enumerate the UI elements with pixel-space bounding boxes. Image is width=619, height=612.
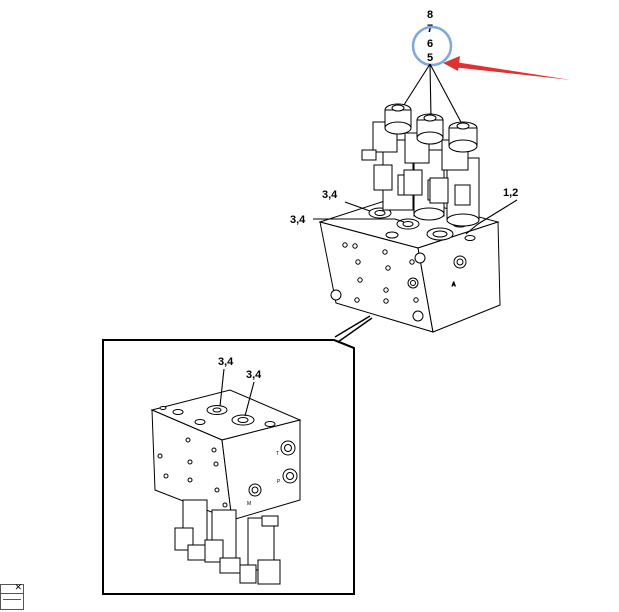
- inset-callout-3-4-left: 3,4: [218, 356, 234, 368]
- solenoid-right: [429, 121, 480, 227]
- callout-5: 5: [427, 52, 433, 64]
- port-letter-t: T: [276, 451, 279, 457]
- port-letter-p: P: [277, 479, 281, 485]
- callout-1-2: 1,2: [503, 187, 518, 199]
- close-icon[interactable]: ✕: [14, 582, 22, 592]
- highlight-arrow: [443, 56, 571, 80]
- inset-connector: [334, 315, 373, 343]
- inset-callout-3-4-right: 3,4: [246, 369, 262, 381]
- callout-left-group: 3,4 3,4: [290, 189, 405, 226]
- solenoid-valves: [361, 103, 480, 227]
- manifold-block-side: [417, 221, 501, 333]
- callout-8: 8: [427, 9, 433, 21]
- callout-right-group: 1,2: [465, 187, 518, 235]
- port-letter-a: A: [452, 282, 456, 288]
- mini-window-titlebar: [1, 585, 23, 594]
- callout-7: 7: [427, 23, 433, 35]
- inset-solenoids: [174, 499, 281, 585]
- callout-3-4-upper: 3,4: [322, 189, 338, 201]
- callout-6: 6: [427, 38, 433, 50]
- minimized-window-widget[interactable]: ✕: [0, 582, 24, 610]
- callout-3-4-lower: 3,4: [290, 214, 306, 226]
- top-callout-stack: 8 7 6 5: [427, 9, 433, 64]
- mini-window-divider: [3, 599, 21, 600]
- main-valve-assembly: A: [318, 195, 501, 333]
- port-letter-m: M: [247, 501, 251, 507]
- inset-block-side: [221, 419, 301, 521]
- leader-lines-top: [401, 63, 463, 125]
- highlight-circle: [411, 25, 453, 67]
- inset-view: T P M 3,4 3,4: [102, 339, 355, 595]
- solenoid-left: [361, 103, 414, 211]
